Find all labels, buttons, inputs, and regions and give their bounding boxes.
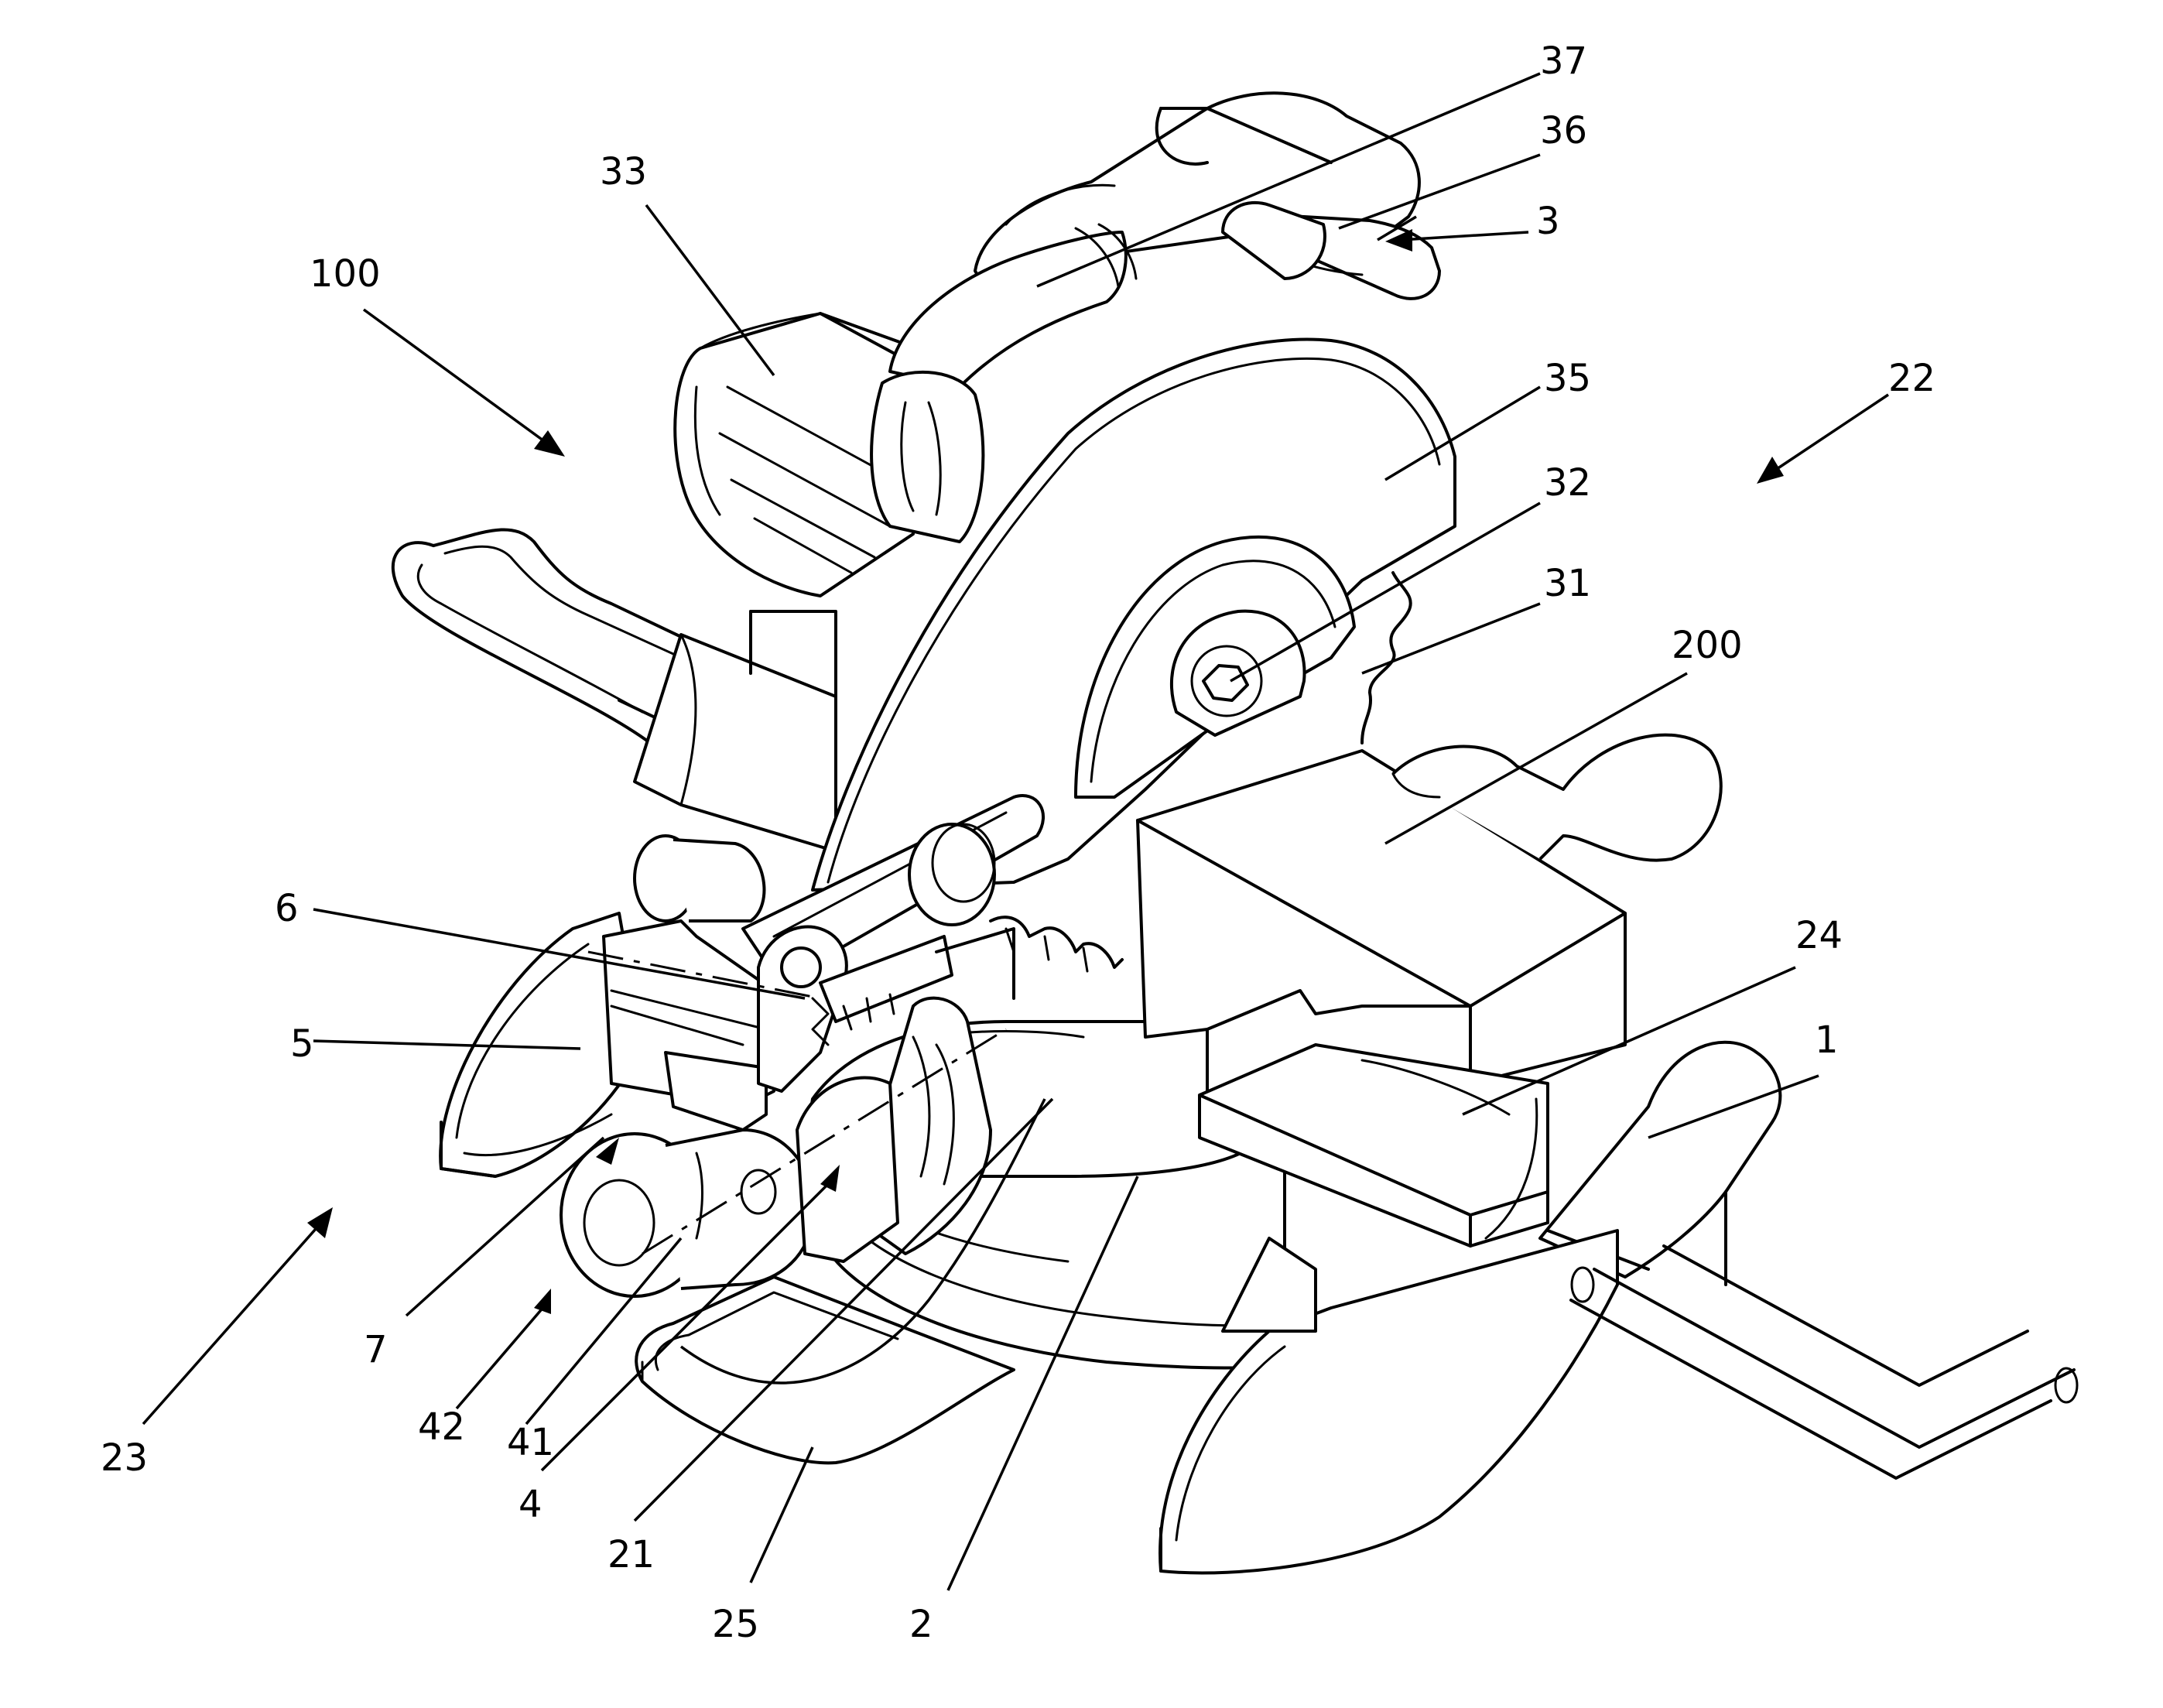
leader-31 bbox=[1362, 604, 1540, 673]
label-32: 32 bbox=[1544, 461, 1591, 505]
left-fence-bracket bbox=[635, 611, 836, 851]
arrow-22 bbox=[1757, 457, 1784, 484]
label-22: 22 bbox=[1888, 357, 1935, 400]
label-25: 25 bbox=[712, 1603, 759, 1646]
label-23: 23 bbox=[101, 1436, 148, 1480]
leader-25 bbox=[751, 1447, 813, 1583]
lower-right-foot bbox=[1160, 1231, 2077, 1573]
label-5: 5 bbox=[290, 1022, 314, 1066]
label-36: 36 bbox=[1540, 109, 1587, 152]
label-4: 4 bbox=[519, 1483, 542, 1526]
label-7: 7 bbox=[364, 1328, 388, 1371]
leader-42 bbox=[457, 1300, 549, 1409]
label-2: 2 bbox=[909, 1603, 933, 1646]
label-1: 1 bbox=[1815, 1018, 1839, 1062]
label-42: 42 bbox=[418, 1405, 465, 1449]
label-24: 24 bbox=[1795, 914, 1843, 957]
label-35: 35 bbox=[1544, 357, 1591, 400]
label-200: 200 bbox=[1672, 624, 1743, 667]
label-21: 21 bbox=[607, 1533, 655, 1576]
label-31: 31 bbox=[1544, 562, 1591, 605]
arrow-100 bbox=[534, 430, 565, 457]
label-100: 100 bbox=[310, 252, 381, 296]
label-33: 33 bbox=[600, 150, 647, 193]
label-37: 37 bbox=[1540, 39, 1587, 83]
front-foot-plate bbox=[636, 1277, 1014, 1463]
label-3: 3 bbox=[1536, 200, 1560, 243]
label-41: 41 bbox=[507, 1421, 554, 1464]
arrow-42 bbox=[534, 1289, 551, 1314]
label-6: 6 bbox=[275, 887, 299, 930]
